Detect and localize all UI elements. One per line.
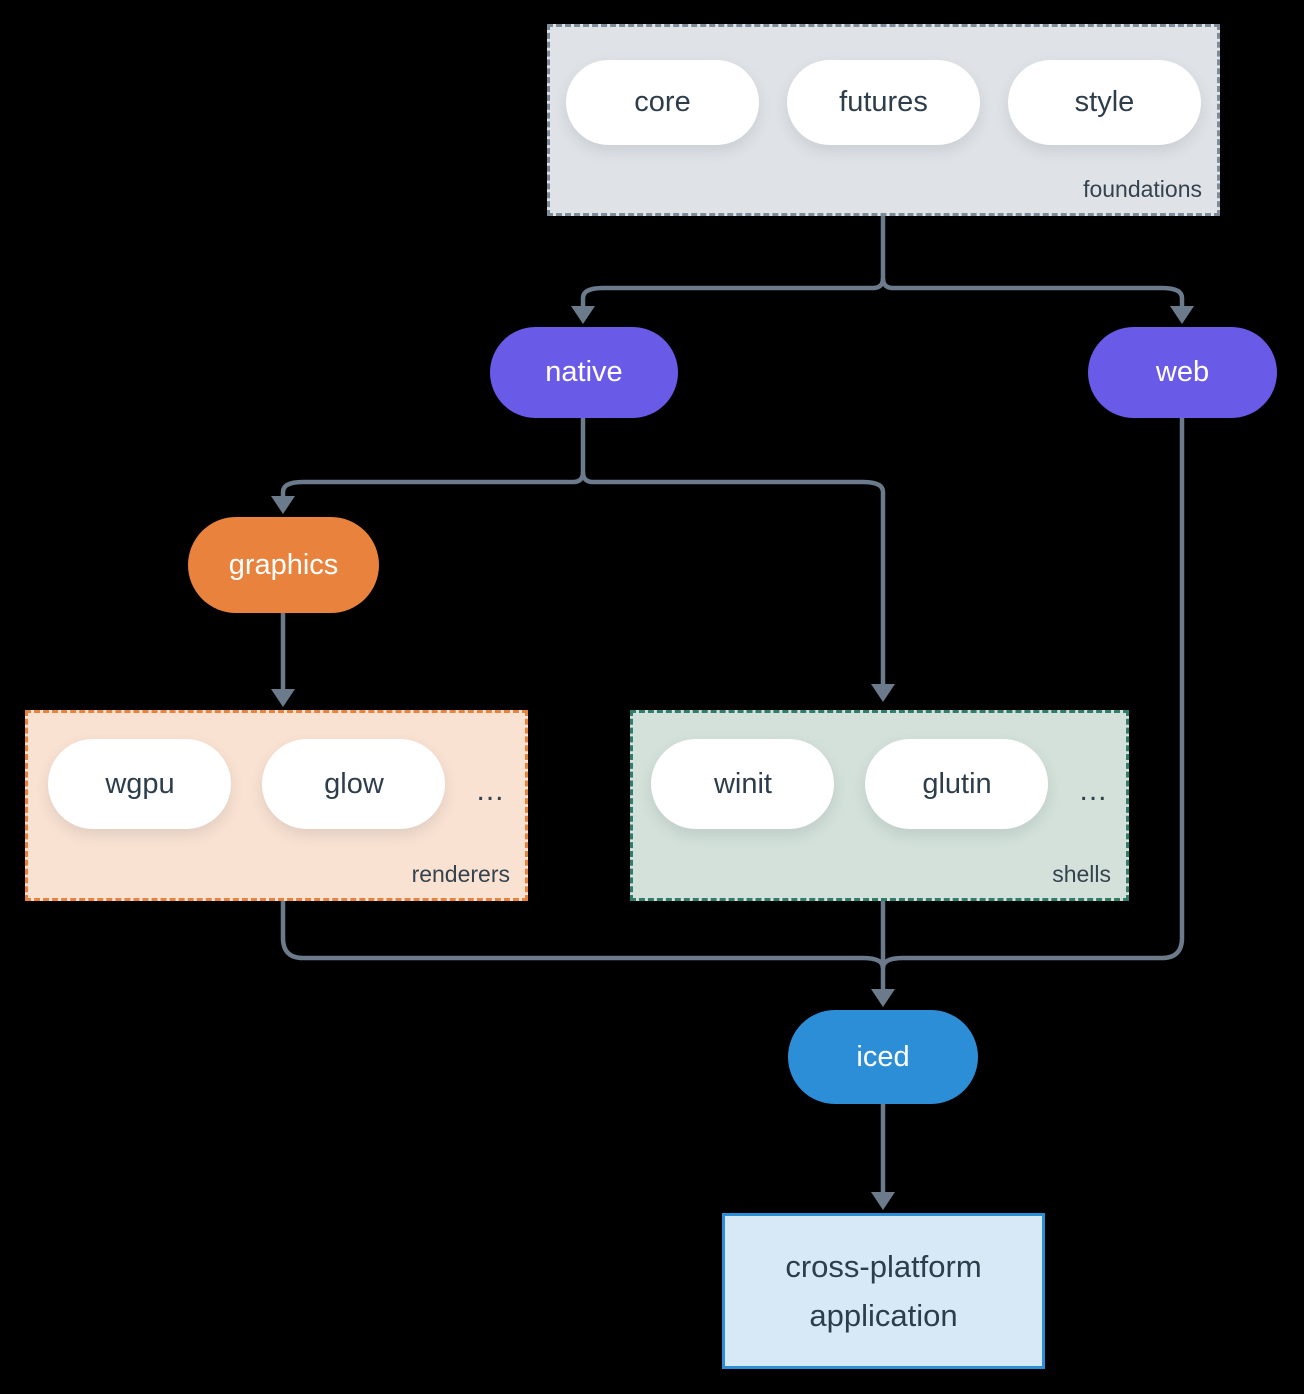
node-glow-label: glow	[324, 767, 384, 800]
connector-renderers-iced	[280, 901, 886, 969]
connector-web-iced	[880, 418, 1185, 969]
node-style: style	[1008, 60, 1201, 145]
arrowhead-graphics	[271, 496, 295, 514]
node-web-label: web	[1155, 356, 1210, 388]
node-core: core	[566, 60, 759, 145]
node-futures: futures	[787, 60, 980, 145]
renderers-ellipsis: ...	[476, 774, 505, 807]
node-native: native	[490, 327, 678, 418]
group-renderers-label: renderers	[411, 861, 510, 887]
connector-native-graphics	[280, 418, 586, 499]
node-native-label: native	[545, 356, 623, 388]
shells-pill-row: winit glutin ...	[633, 713, 1126, 829]
arrowhead-application	[871, 1192, 895, 1210]
shells-ellipsis: ...	[1079, 774, 1108, 807]
node-cross-platform-application: cross-platform application	[722, 1213, 1045, 1369]
arrowhead-shells	[871, 684, 895, 702]
node-wgpu: wgpu	[48, 739, 232, 829]
connector-foundations-web	[880, 277, 1185, 309]
node-core-label: core	[634, 86, 691, 118]
node-wgpu-label: wgpu	[105, 767, 175, 800]
node-graphics-label: graphics	[228, 548, 339, 581]
connector-native-shells	[580, 471, 886, 687]
node-futures-label: futures	[839, 86, 928, 118]
group-foundations-label: foundations	[1083, 176, 1202, 202]
node-winit: winit	[651, 739, 835, 829]
arrowhead-renderers	[271, 689, 295, 707]
connector-foundations-native	[580, 216, 886, 309]
node-iced: iced	[788, 1010, 978, 1104]
group-foundations: core futures style foundations	[547, 24, 1220, 216]
node-cross-platform-application-label: cross-platform application	[785, 1249, 982, 1333]
arrowhead-web	[1170, 306, 1194, 324]
node-glutin-label: glutin	[922, 767, 992, 800]
group-shells-label: shells	[1052, 861, 1111, 887]
node-glow: glow	[262, 739, 446, 829]
renderers-pill-row: wgpu glow ...	[28, 713, 525, 829]
group-renderers: wgpu glow ... renderers	[25, 710, 528, 901]
arrowhead-iced	[871, 989, 895, 1007]
arrowhead-native	[571, 306, 595, 324]
node-glutin: glutin	[865, 739, 1049, 829]
node-iced-label: iced	[856, 1040, 910, 1073]
node-graphics: graphics	[188, 517, 379, 613]
group-shells: winit glutin ... shells	[630, 710, 1129, 901]
node-style-label: style	[1074, 86, 1135, 118]
node-winit-label: winit	[713, 767, 772, 800]
node-web: web	[1088, 327, 1277, 418]
foundations-pill-row: core futures style	[550, 27, 1217, 145]
